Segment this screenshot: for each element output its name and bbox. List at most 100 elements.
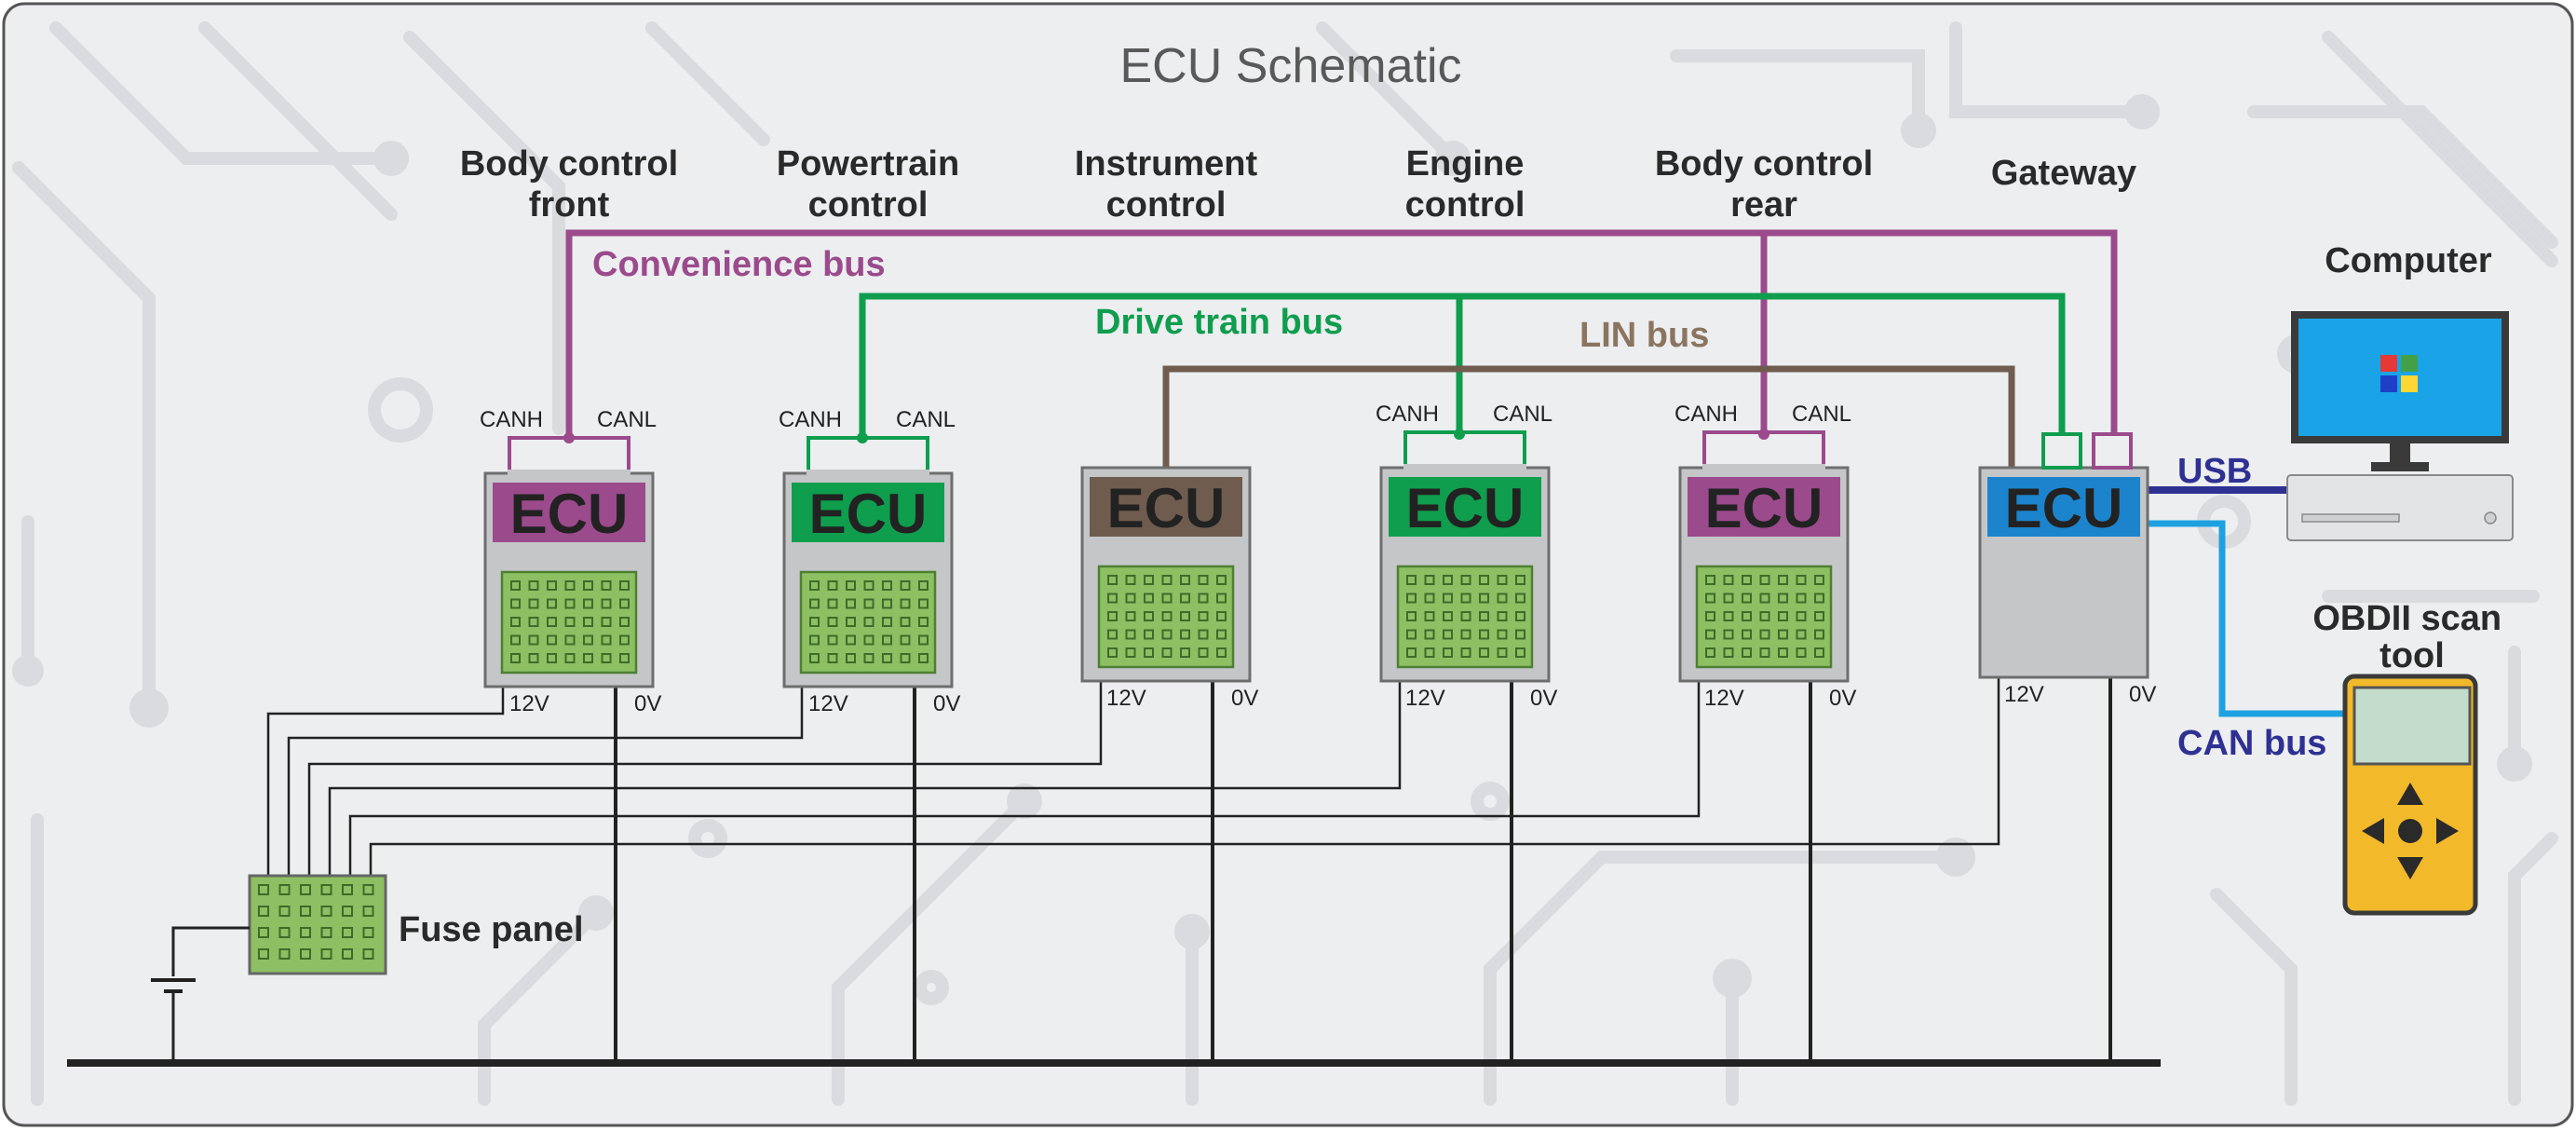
pcb-pad <box>900 634 911 646</box>
diagram-title: ECU Schematic <box>1120 39 1462 93</box>
canl-label: CANL <box>1493 402 1552 427</box>
wire-12v <box>307 681 1103 876</box>
pcb-pad <box>1778 647 1788 658</box>
circuit-trace <box>198 21 398 221</box>
pcb-pad <box>1216 629 1227 640</box>
pcb-pad <box>1424 593 1435 604</box>
pcb-pad <box>1144 611 1154 621</box>
pcb-pad <box>827 598 838 609</box>
pcb-pad <box>827 617 838 627</box>
circuit-trace <box>1316 21 1459 165</box>
v0-label: 0V <box>1829 686 1856 711</box>
pcb-pad <box>1460 629 1471 640</box>
circuit-trace <box>1484 851 1962 1106</box>
pcb-pad <box>846 634 856 646</box>
pcb-pad <box>1814 647 1824 658</box>
fuse-slot <box>342 948 353 960</box>
fuse-slot <box>258 948 269 960</box>
ecu-label-line: Powertrain <box>777 144 959 184</box>
can-connector-mask <box>807 470 929 477</box>
pcb-pad <box>619 580 630 591</box>
pcb-pad <box>547 580 557 591</box>
fuse-slot <box>278 884 291 895</box>
canh-label: CANH <box>779 407 842 432</box>
pcb-pad <box>510 634 521 646</box>
pcb-pad <box>1742 647 1752 658</box>
pcb-pads <box>809 580 929 663</box>
pcb-pad <box>1216 647 1227 658</box>
v12-label: 12V <box>2004 682 2044 707</box>
pcb-pad <box>1216 575 1227 585</box>
fuse-slot <box>320 927 332 938</box>
computer: Computer <box>2286 241 2514 541</box>
pcb-pad <box>1515 575 1525 585</box>
desktop-case <box>2286 474 2514 541</box>
circuit-node <box>12 655 44 687</box>
pcb-pad <box>1460 611 1471 621</box>
pcb-pad <box>601 598 612 609</box>
circuit-node <box>688 819 727 858</box>
pcb-pad <box>900 580 911 591</box>
disk-drive <box>2301 513 2400 523</box>
circuit-node <box>2124 94 2160 129</box>
pcb-pad <box>1180 611 1190 621</box>
pcb-pad <box>528 634 539 646</box>
pcb-pad <box>1125 611 1136 621</box>
circuit-node <box>578 895 614 931</box>
fuse-slot <box>342 906 353 917</box>
pcb-pad <box>1144 593 1154 604</box>
pcb-pad <box>918 634 929 646</box>
pcb-pad <box>1198 593 1209 604</box>
pcb-pad <box>1796 611 1807 621</box>
ecu-label-line: rear <box>1730 185 1797 225</box>
pcb-pad <box>601 653 612 663</box>
pcb-pad <box>1198 629 1209 640</box>
wire-12v <box>287 687 804 876</box>
canl-label: CANL <box>597 407 657 432</box>
pcb-pad <box>1198 611 1209 621</box>
pcb-pad <box>1759 647 1770 658</box>
pcb-pad <box>1705 611 1715 621</box>
gateway-connectors <box>2041 432 2133 470</box>
pcb-pad <box>1778 611 1788 621</box>
v0-label: 0V <box>2129 682 2156 707</box>
ecu-label-line: control <box>1405 185 1525 225</box>
pcb-pad <box>528 598 539 609</box>
pcb-pad <box>564 653 576 663</box>
monitor <box>2291 311 2509 443</box>
pcb-pad <box>583 598 593 609</box>
pcb-pad <box>846 580 856 591</box>
v0-label: 0V <box>634 691 661 716</box>
pcb-pad <box>1479 575 1489 585</box>
canh-label: CANH <box>1376 402 1439 427</box>
pcb-pad <box>1107 629 1118 640</box>
ecu-label-line: control <box>1106 185 1227 225</box>
fuse-slot <box>342 884 353 895</box>
circuit-node <box>1435 141 1471 176</box>
circuit-trace <box>2247 105 2558 249</box>
fuse-slot <box>300 884 311 895</box>
fuse-slot <box>258 927 269 938</box>
pcb-pad <box>863 617 874 627</box>
fuse-slot <box>278 927 291 938</box>
pcb-pad <box>1424 629 1435 640</box>
pcb-pad <box>510 598 521 609</box>
pcb-pad <box>619 617 630 627</box>
obdii-scan-tool: OBDII scan tool <box>2312 599 2501 916</box>
pcb-pad <box>1125 647 1136 658</box>
pcb-pad <box>1424 647 1435 658</box>
pcb-pad <box>1180 629 1190 640</box>
circuit-trace <box>1670 49 1925 137</box>
pcb-pad <box>528 653 539 663</box>
pcb-pad <box>846 598 856 609</box>
pcb-pad <box>619 598 630 609</box>
pcb-pad <box>1443 647 1453 658</box>
usb-label: USB <box>2177 452 2252 491</box>
pcb-pad <box>601 617 612 627</box>
